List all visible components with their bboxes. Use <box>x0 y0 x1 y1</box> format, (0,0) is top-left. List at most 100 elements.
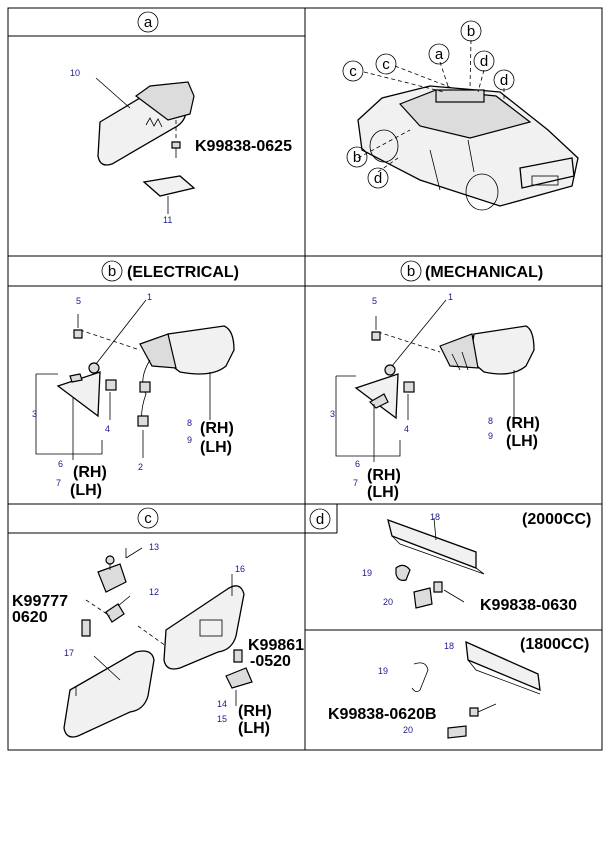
part-number-d-2000: K99838-0630 <box>480 597 577 614</box>
vanity-mirror <box>199 619 223 637</box>
callout-c-2: c <box>382 56 390 73</box>
screw-icon <box>73 329 83 339</box>
ref-4: 4 <box>105 424 110 434</box>
label-rh-b2: (RH) <box>200 420 234 437</box>
label-lh-b3: (LH) <box>367 484 399 501</box>
ref-19: 19 <box>378 666 388 676</box>
ref-1: 1 <box>448 292 453 302</box>
ref-11: 11 <box>163 215 172 225</box>
header-b-mechanical-letter: b <box>407 263 415 280</box>
outside-mirror-mechanical <box>469 325 535 375</box>
ref-5: 5 <box>76 296 81 306</box>
ref-9: 9 <box>187 435 192 445</box>
ref-6: 6 <box>58 459 63 469</box>
header-b-mechanical: b (MECHANICAL) <box>400 260 543 282</box>
assist-handle-2000 <box>387 518 477 569</box>
label-rh-b4: (RH) <box>506 415 540 432</box>
ref-18: 18 <box>444 641 454 651</box>
header-d: d <box>309 508 331 530</box>
handle-cover <box>413 587 433 609</box>
clip <box>403 381 415 393</box>
screw-icon <box>233 649 243 663</box>
ref-20: 20 <box>403 725 413 735</box>
callout-a: a <box>435 46 444 63</box>
label-lh-b1: (LH) <box>70 482 102 499</box>
ref-10: 10 <box>70 68 80 78</box>
ref-5: 5 <box>372 296 377 306</box>
header-c-letter: c <box>144 510 152 527</box>
ref-15: 15 <box>217 714 227 724</box>
outside-mirror-electrical <box>163 325 235 375</box>
ref-7: 7 <box>56 478 61 488</box>
front-wheel <box>369 129 399 163</box>
circle-b-icon <box>101 260 123 282</box>
header-b-electrical: b (ELECTRICAL) <box>101 260 239 282</box>
sun-visor-right <box>163 585 245 670</box>
header-d-letter: d <box>316 511 324 528</box>
ref-8: 8 <box>488 416 493 426</box>
car-rear <box>519 157 575 189</box>
visor-clip <box>105 603 125 623</box>
header-b-electrical-label: (ELECTRICAL) <box>127 264 239 281</box>
visor-bracket <box>225 667 253 689</box>
header-c: c <box>137 507 159 529</box>
callout-d-1: d <box>480 53 488 70</box>
screw-icon <box>171 141 181 149</box>
ref-17: 17 <box>64 648 74 658</box>
ref-9: 9 <box>488 431 493 441</box>
screw-icon <box>433 581 443 593</box>
variant-2000cc: (2000CC) <box>522 511 591 528</box>
callout-c-1: c <box>349 63 357 80</box>
ref-8: 8 <box>187 418 192 428</box>
grid-lines <box>7 7 603 751</box>
part-number-c-right-1: K99861 <box>248 637 304 654</box>
section-b-electrical-diagram: 5 1 3 4 6 7 (RH) (LH) 2 8 9 (RH) (LH) <box>32 292 235 499</box>
mirror-cover <box>142 175 196 197</box>
ref-20: 20 <box>383 597 393 607</box>
ref-14: 14 <box>217 699 227 709</box>
section-a-diagram: 10 11 K99838-0625 <box>70 68 292 225</box>
callout-b-1: b <box>467 23 475 40</box>
roof-trim <box>435 89 485 103</box>
triangle-cover <box>354 373 399 420</box>
label-rh-b3: (RH) <box>367 467 401 484</box>
variant-1800cc: (1800CC) <box>520 636 589 653</box>
rear-wheel <box>465 173 499 211</box>
car-overview: c c a b d d b d <box>342 20 579 211</box>
header-a-letter: a <box>144 14 153 31</box>
part-number-c-right-2: -0520 <box>250 653 291 670</box>
visor-holder <box>97 563 127 593</box>
callout-d-3: d <box>374 170 382 187</box>
mirror-base <box>139 333 177 369</box>
mirror-base <box>439 333 479 369</box>
mirror-mount <box>134 81 195 121</box>
callout-d-2: d <box>500 72 508 89</box>
leader-10 <box>95 77 131 109</box>
section-d-1800-diagram: (1800CC) 18 19 K99838-0620B 20 <box>328 636 589 739</box>
header-b-mechanical-label: (MECHANICAL) <box>425 264 543 281</box>
sun-visor-left <box>63 650 155 738</box>
part-number-a-screw: K99838-0625 <box>195 138 292 155</box>
label-lh-b4: (LH) <box>506 433 538 450</box>
section-d-2000-diagram: (2000CC) 18 19 20 K99838-0630 <box>362 511 591 614</box>
header-b-electrical-letter: b <box>108 263 116 280</box>
ref-1: 1 <box>147 292 152 302</box>
handle-cover <box>447 725 467 739</box>
license-plate <box>531 175 559 186</box>
screw-icon <box>371 331 381 341</box>
ref-18: 18 <box>430 512 440 522</box>
header-a: a <box>137 11 159 33</box>
label-lh-c: (LH) <box>238 720 270 737</box>
ref-12: 12 <box>149 587 159 597</box>
part-number-c-left-1: K99777 <box>12 593 68 610</box>
ref-6: 6 <box>355 459 360 469</box>
ref-19: 19 <box>362 568 372 578</box>
section-b-mechanical-diagram: 5 1 3 4 6 7 (RH) (LH) 8 9 (RH) (LH) <box>330 292 540 501</box>
section-c-diagram: 13 12 K99777 0620 17 16 K99861 -0520 14 … <box>12 542 304 738</box>
clip <box>105 379 117 391</box>
ref-13: 13 <box>149 542 159 552</box>
handle-spring <box>411 662 429 692</box>
assist-handle-1800 <box>465 640 541 692</box>
ref-4: 4 <box>404 424 409 434</box>
